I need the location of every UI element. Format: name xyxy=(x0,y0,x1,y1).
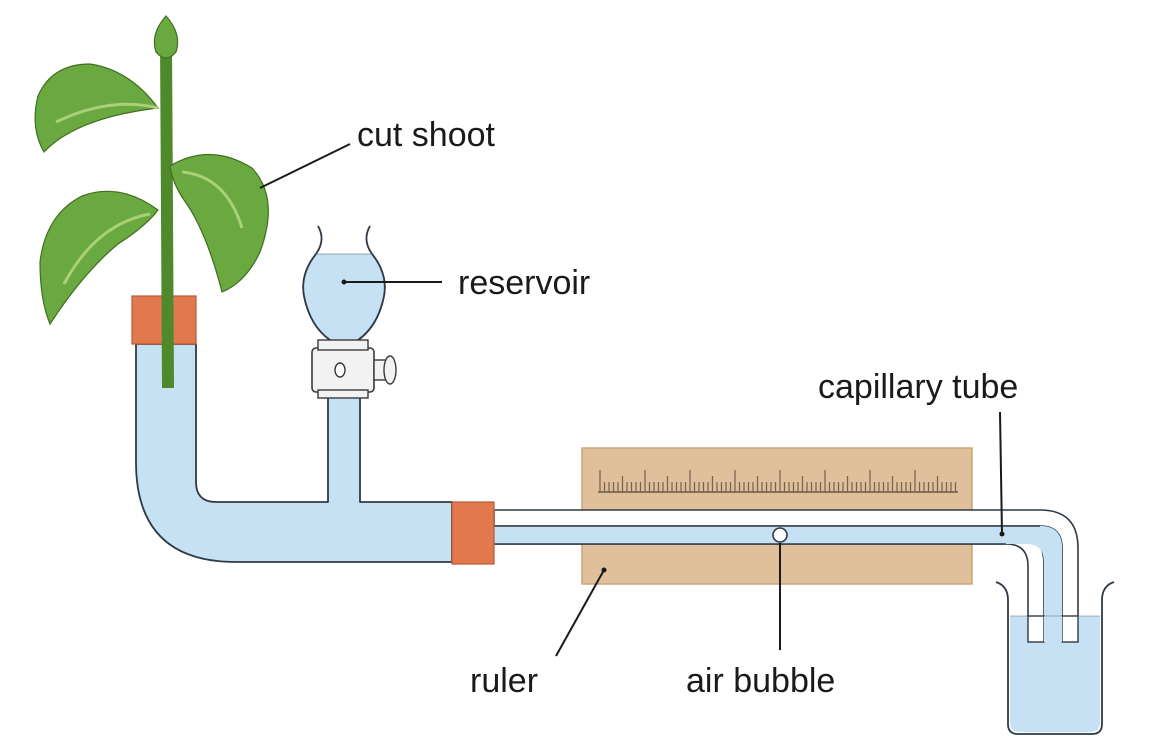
label-air-bubble: air bubble xyxy=(686,662,836,700)
plant-shoot-icon xyxy=(34,15,269,388)
label-reservoir: reservoir xyxy=(458,264,591,302)
leader-lines xyxy=(259,143,1005,657)
label-capillary-tube: capillary tube xyxy=(818,368,1019,406)
leader-ruler xyxy=(555,569,605,657)
air-bubble-icon xyxy=(772,527,788,543)
leader-capillary xyxy=(999,411,1003,535)
screw-clip-icon xyxy=(311,339,397,399)
leader-capillary-dot xyxy=(999,531,1005,537)
label-ruler: ruler xyxy=(470,662,539,700)
leader-reservoir-dot xyxy=(341,279,347,285)
beaker-icon xyxy=(995,581,1115,735)
leader-cut-shoot xyxy=(259,143,351,189)
capillary-tube-icon xyxy=(493,509,1079,643)
leader-ruler-dot xyxy=(601,567,607,573)
label-cut-shoot: cut shoot xyxy=(357,116,495,154)
main-tube-icon xyxy=(135,343,453,563)
side-bung-icon xyxy=(451,501,495,565)
